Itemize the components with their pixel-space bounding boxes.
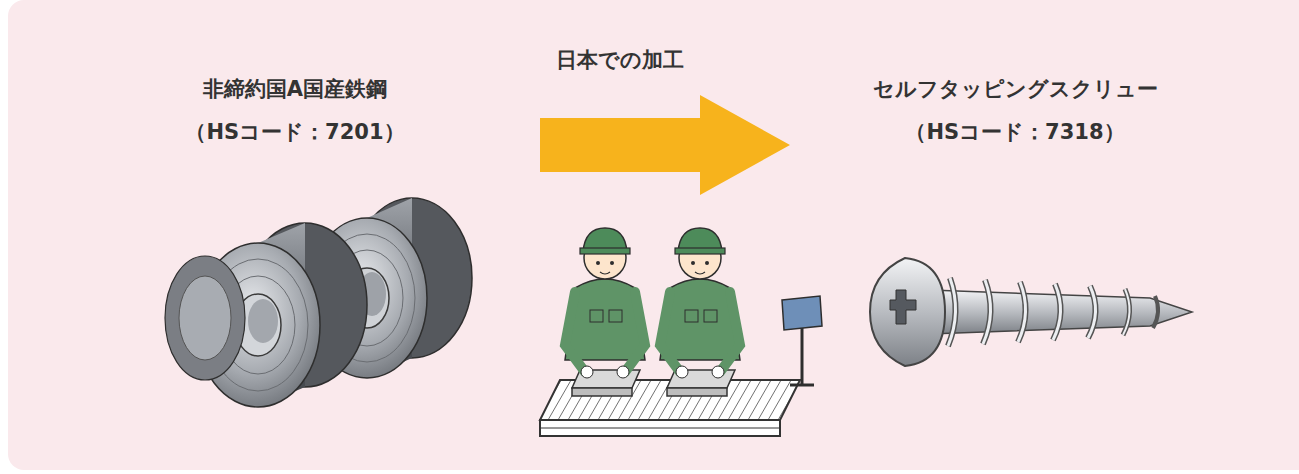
process-arrow <box>540 95 790 195</box>
hs-code: （HSコード：7318） <box>790 111 1240 154</box>
screw-illustration-part <box>1088 286 1096 338</box>
screw-illustration <box>870 258 1192 366</box>
screw-illustration-part <box>948 278 956 346</box>
factory-worker-part <box>565 292 585 372</box>
factory-worker-part <box>590 310 603 322</box>
product-group: 非締約国A国産鉄鋼（HSコード：7201） <box>50 68 540 398</box>
factory-worker-part <box>625 292 645 372</box>
screw-illustration-part <box>1053 284 1061 340</box>
factory-worker-part <box>712 366 724 378</box>
item-name: セルフタッピングスクリュー <box>790 68 1240 111</box>
screw-illustration-part <box>890 290 916 324</box>
item-name: 非締約国A国産鉄鋼 <box>50 68 540 111</box>
screw-illustration-part <box>1123 289 1130 335</box>
factory-worker-part <box>610 261 614 265</box>
conveyor-belt-part <box>540 428 780 429</box>
steel-coil-part <box>165 256 245 380</box>
monitor-stand-part <box>801 328 804 385</box>
factory-worker-part <box>600 272 610 274</box>
factory-worker <box>565 228 740 378</box>
factory-worker-part <box>660 292 680 372</box>
conveyor-belt-part <box>540 420 780 436</box>
screw-illustration-part <box>983 280 991 344</box>
monitor-stand-part <box>790 384 814 387</box>
screw-illustration-part <box>1018 282 1026 342</box>
factory-worker-part <box>675 248 725 254</box>
factory-worker-part <box>580 248 630 254</box>
conveyor-belt <box>540 370 800 436</box>
factory-worker-part <box>705 261 709 265</box>
factory-worker-part <box>695 272 705 274</box>
factory-worker-part <box>691 261 695 265</box>
factory-worker-part <box>685 310 698 322</box>
factory-worker-part <box>676 366 688 378</box>
screw-illustration-part <box>1153 296 1158 328</box>
screw-illustration-part <box>983 280 991 344</box>
monitor-stand <box>782 296 822 385</box>
factory-worker-part <box>704 310 717 322</box>
background-panel <box>8 0 1299 470</box>
steel-coil <box>165 198 472 407</box>
factory-worker-part <box>609 310 622 322</box>
steel-coil-part <box>179 276 231 360</box>
screw-illustration-part <box>870 258 945 366</box>
factory-worker-part <box>617 366 629 378</box>
steel-coil-part <box>248 299 278 343</box>
conveyor-belt-part <box>667 388 727 396</box>
factory-worker-part <box>720 292 740 372</box>
screw-illustration-part <box>1123 289 1130 335</box>
screw-illustration-part <box>948 278 956 346</box>
conveyor-belt-part <box>572 388 632 396</box>
monitor-stand-part <box>782 296 822 330</box>
arrow-label: 日本での加工 <box>556 46 684 74</box>
factory-worker-part <box>581 366 593 378</box>
screw-illustration-part <box>1053 284 1061 340</box>
product-group: セルフタッピングスクリュー（HSコード：7318） <box>790 68 1240 398</box>
hs-code: （HSコード：7201） <box>50 111 540 154</box>
factory-worker-part <box>596 261 600 265</box>
screw-illustration-part <box>1018 282 1026 342</box>
screw-illustration-part <box>1088 286 1096 338</box>
